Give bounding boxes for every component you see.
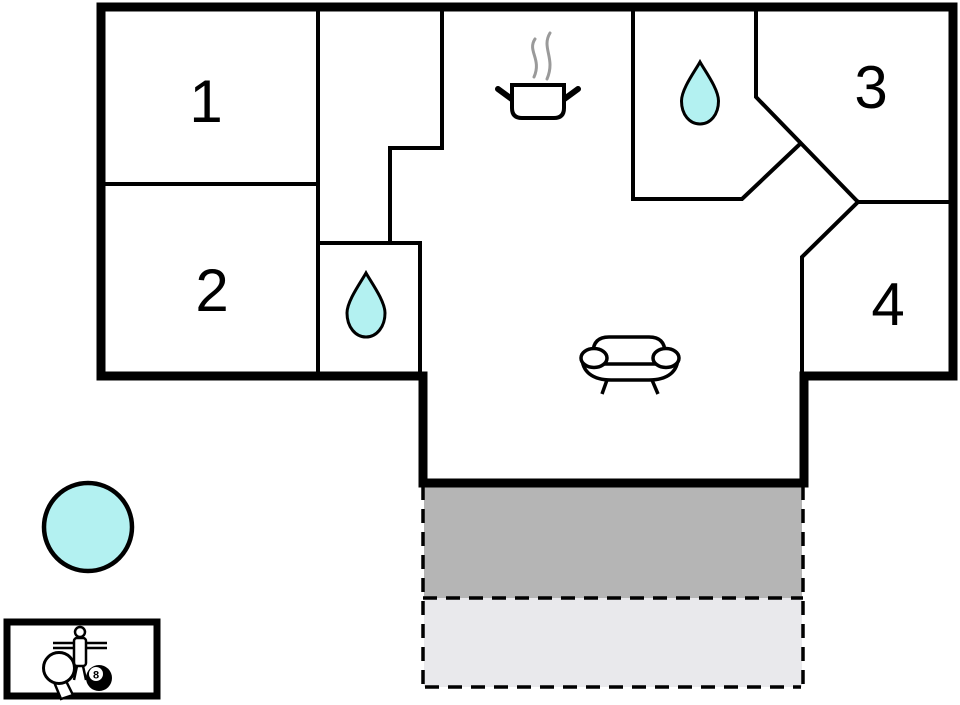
- room-3-label: 3: [854, 54, 887, 121]
- wall-room3: [754, 5, 955, 204]
- sofa-armrest: [651, 346, 681, 370]
- wall-room4: [800, 199, 861, 378]
- terrace-lower: [424, 598, 802, 687]
- sofa-icon: [579, 335, 681, 395]
- table-tennis-paddle-icon: [42, 651, 76, 701]
- room-1-label: 1: [189, 68, 222, 135]
- water-drop-icon: [345, 269, 387, 339]
- terraces: [421, 484, 805, 689]
- room-labels: 1 2 3 4: [189, 54, 904, 338]
- wall-bathroom-left: [316, 241, 422, 378]
- sofa-armrest: [579, 346, 609, 370]
- cooking-pot-icon: [495, 31, 581, 120]
- pot-body: [510, 83, 566, 120]
- foosball-legs: [72, 665, 88, 681]
- sofa-leg: [600, 379, 609, 395]
- exterior-wall: [96, 2, 958, 488]
- wall-kitchen-hall: [388, 5, 444, 245]
- terrace-dashed-borders: [421, 486, 805, 689]
- foosball-body: [72, 636, 88, 668]
- hot-tub-icon: [41, 480, 135, 574]
- terrace-upper: [424, 484, 802, 598]
- sofa-body: [580, 356, 680, 382]
- game-room: 8: [3, 618, 161, 701]
- sofa-leg: [650, 379, 660, 395]
- billiard-ball-circle: [89, 667, 103, 681]
- billiard-ball-icon: 8: [86, 665, 112, 691]
- water-drop-icon: [679, 58, 721, 126]
- steam-lines: [531, 31, 552, 81]
- interior-walls: [99, 5, 955, 378]
- foosball-player-icon: [53, 625, 107, 681]
- room-4-label: 4: [871, 271, 904, 338]
- bathroom-icons: [345, 58, 721, 339]
- steam-line: [545, 31, 552, 81]
- walls: [96, 2, 958, 488]
- sofa-back: [591, 335, 667, 366]
- wall-bathroom-top: [631, 5, 803, 201]
- foosball-head: [73, 625, 87, 639]
- paddle-blade: [42, 651, 76, 685]
- steam-line: [531, 37, 538, 79]
- billiard-ball-number: 8: [93, 670, 99, 682]
- room-2-label: 2: [195, 257, 228, 324]
